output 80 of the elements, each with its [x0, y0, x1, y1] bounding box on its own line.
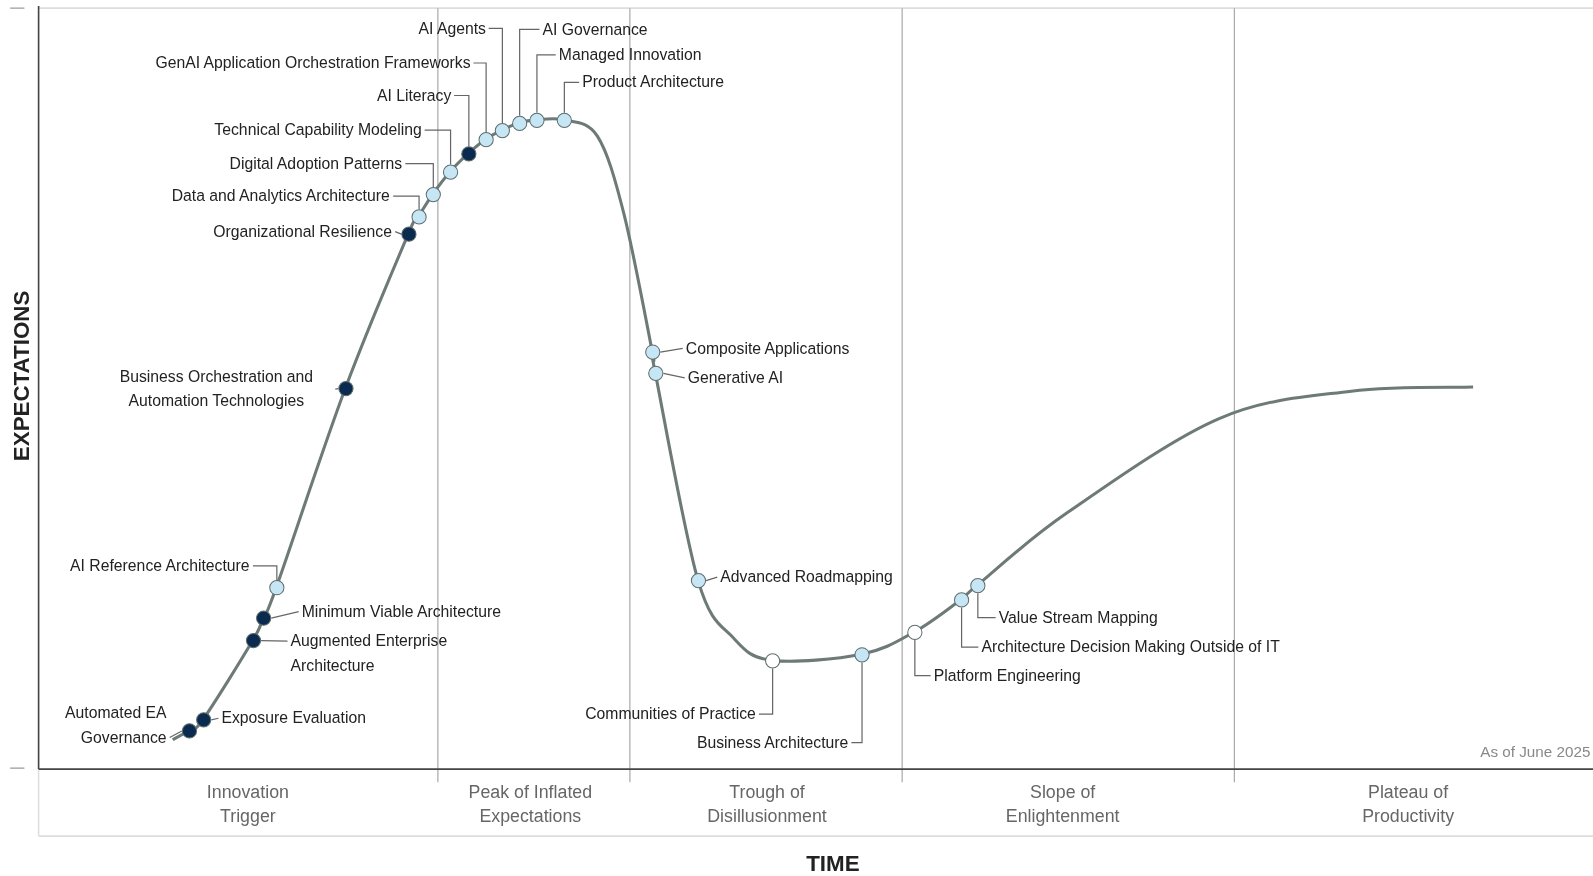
data-point: [442, 164, 458, 180]
data-point: [494, 122, 510, 138]
date-note: As of June 2025: [1480, 741, 1591, 762]
data-point: [511, 115, 527, 131]
technology-label: Organizational Resilience: [213, 219, 392, 244]
phase-label: Peak of Inflated Expectations: [467, 780, 594, 828]
technology-label: AI Reference Architecture: [70, 553, 250, 579]
data-point: [556, 112, 572, 128]
data-point: [268, 579, 284, 595]
data-point: [478, 131, 494, 147]
technology-label: Product Architecture: [582, 70, 724, 95]
data-point: [255, 610, 271, 626]
technology-label: AI Agents: [418, 16, 486, 41]
leader-line: [394, 231, 402, 235]
data-point: [906, 624, 922, 640]
technology-label: AI Literacy: [376, 83, 452, 108]
leader-line: [424, 129, 452, 166]
leader-line: [536, 54, 557, 114]
technology-label: Business Architecture: [696, 730, 849, 755]
technology-label: Generative AI: [687, 365, 784, 391]
data-point: [195, 711, 211, 727]
leader-line: [659, 347, 684, 353]
leader-line: [850, 661, 863, 744]
data-point: [337, 380, 354, 396]
leader-line: [914, 639, 932, 677]
technology-label: AI Governance: [542, 17, 648, 42]
leader-line: [519, 28, 541, 117]
technology-label: Business Orchestration and Automation Technologies: [100, 364, 333, 414]
data-point: [410, 208, 427, 224]
leader-line: [488, 27, 503, 124]
leader-line: [758, 667, 774, 715]
technology-label: Managed Innovation: [558, 42, 702, 68]
leader-line: [453, 94, 470, 147]
technology-label: Exposure Evaluation: [221, 706, 366, 731]
leader-line: [961, 606, 979, 648]
technology-label: GenAI Application Orchestration Frameworks: [155, 50, 471, 76]
technology-label: Composite Applications: [685, 336, 850, 361]
leader-line: [260, 639, 289, 642]
data-point: [969, 577, 985, 593]
phase-label: Innovation Trigger: [205, 780, 290, 828]
leader-line: [210, 717, 220, 721]
technology-label: Technical Capability Modeling: [214, 117, 422, 143]
technology-label: Data and Analytics Architecture: [171, 183, 390, 209]
data-point: [460, 145, 476, 162]
data-point: [764, 652, 780, 668]
technology-label: Advanced Roadmapping: [720, 564, 893, 590]
data-point: [953, 591, 969, 608]
data-point: [647, 365, 663, 381]
leader-line: [563, 81, 580, 114]
leader-line: [252, 565, 278, 581]
leader-line: [392, 195, 420, 210]
leader-line: [270, 611, 300, 619]
phase-label: Trough of Disillusionment: [706, 780, 828, 828]
technology-label: Augmented Enterprise Architecture: [290, 628, 479, 678]
technology-label: Automated EA Governance: [39, 701, 167, 750]
data-point: [245, 632, 261, 648]
technology-label: Value Stream Mapping: [998, 605, 1158, 630]
leader-line: [404, 162, 434, 188]
data-point: [425, 186, 441, 202]
leader-line: [977, 592, 997, 619]
leader-line: [334, 388, 339, 390]
technology-label: Communities of Practice: [585, 702, 756, 727]
phase-label: Slope of Enlightenment: [1004, 780, 1121, 828]
data-point: [400, 226, 417, 242]
axis-title: TIME: [806, 850, 860, 876]
leader-line: [169, 730, 183, 739]
technology-label: Minimum Viable Architecture: [301, 599, 501, 624]
technology-label: Platform Engineering: [933, 663, 1081, 688]
leader-line: [472, 62, 487, 133]
data-point: [690, 572, 706, 588]
technology-label: Architecture Decision Making Outside of IT: [981, 634, 1280, 660]
phase-label: Plateau of Productivity: [1361, 780, 1456, 828]
leader-line: [662, 372, 686, 379]
axis-title: EXPECTATIONS: [9, 290, 36, 462]
leader-line: [705, 576, 718, 582]
technology-label: Digital Adoption Patterns: [229, 151, 403, 176]
data-point: [181, 722, 197, 739]
data-point: [528, 112, 545, 128]
data-point: [644, 343, 660, 360]
data-point: [853, 646, 870, 662]
